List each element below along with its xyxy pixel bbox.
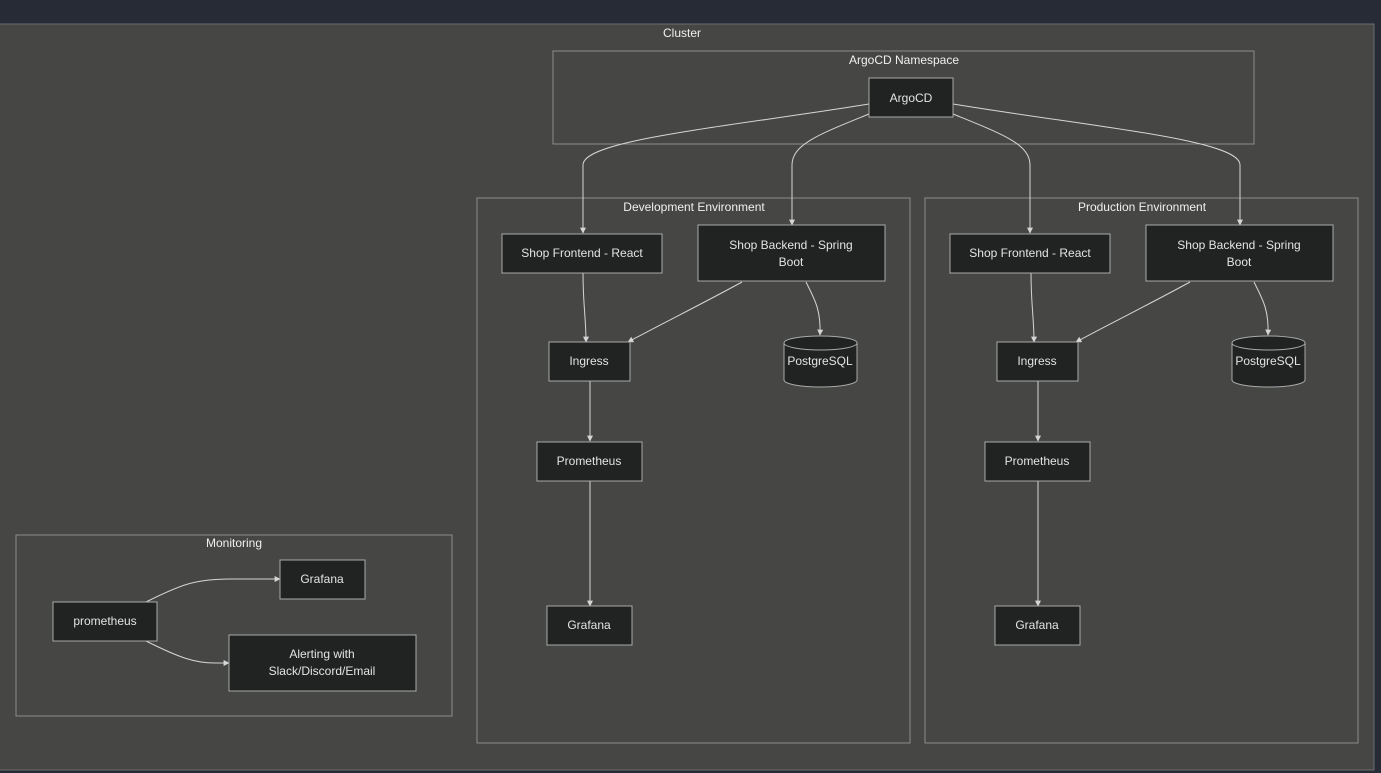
node-mon-grafana-box[interactable] [279, 559, 366, 600]
node-dev-prometheus-box[interactable] [536, 441, 643, 482]
edge-mon-prometheus-grafana [145, 576, 281, 603]
monitoring-group: Monitoring [15, 534, 453, 717]
edge-dev-backend-ingress [627, 281, 743, 343]
node-dev-postgres-top [783, 342, 858, 351]
prod-environment-label: Production Environment [1078, 200, 1207, 214]
node-mon-prometheus-label: prometheus [73, 614, 136, 628]
node-prod-backend-label-2: Boot [1227, 255, 1252, 269]
cluster-label: Cluster [663, 26, 701, 40]
node-prod-backend-box[interactable] [1145, 224, 1334, 282]
node-dev-grafana-box[interactable] [546, 605, 633, 646]
node-prod-grafana-box[interactable] [994, 605, 1081, 646]
cluster-group: Cluster [0, 23, 1375, 771]
cluster-box [0, 23, 1375, 771]
dev-environment-box [476, 197, 911, 744]
node-prod-ingress-box[interactable] [996, 341, 1079, 382]
node-prod-ingress-label: Ingress [1017, 354, 1056, 368]
edge-prod-frontend-ingress [1030, 272, 1037, 343]
node-dev-grafana[interactable]: Grafana [546, 605, 633, 646]
node-prod-frontend-box[interactable] [949, 233, 1111, 274]
edge-prod-backend-postgres [1253, 281, 1272, 336]
node-dev-frontend[interactable]: Shop Frontend - React [501, 233, 663, 274]
node-dev-postgres[interactable]: PostgreSQL [783, 335, 858, 388]
node-mon-prometheus-box[interactable] [52, 601, 158, 642]
node-dev-postgres-label: PostgreSQL [787, 354, 853, 368]
node-prod-ingress[interactable]: Ingress [996, 341, 1079, 382]
node-prod-frontend[interactable]: Shop Frontend - React [949, 233, 1111, 274]
dev-environment-label: Development Environment [623, 200, 765, 214]
node-argocd-box[interactable] [868, 77, 954, 118]
edge-argocd-prod-frontend [952, 113, 1033, 234]
argocd-namespace-box [552, 50, 1255, 145]
node-mon-alerting-label-1: Alerting with [289, 647, 354, 661]
node-dev-backend-label-2: Boot [779, 255, 804, 269]
node-argocd-label: ArgoCD [890, 91, 933, 105]
edge-mon-prometheus-alerting [145, 640, 230, 666]
node-argocd[interactable]: ArgoCD [868, 77, 954, 118]
prod-environment-box [924, 197, 1359, 744]
nodes: ArgoCD Shop Frontend - React Shop Backen… [52, 77, 1334, 692]
node-dev-frontend-label: Shop Frontend - React [521, 246, 643, 260]
node-prod-postgres-label: PostgreSQL [1235, 354, 1301, 368]
edges [145, 103, 1272, 666]
node-prod-backend[interactable]: Shop Backend - Spring Boot [1145, 224, 1334, 282]
node-dev-backend[interactable]: Shop Backend - Spring Boot [697, 224, 886, 282]
node-dev-backend-label-1: Shop Backend - Spring [729, 238, 852, 252]
node-prod-backend-label-1: Shop Backend - Spring [1177, 238, 1300, 252]
edge-argocd-dev-frontend [580, 103, 870, 234]
node-dev-ingress[interactable]: Ingress [548, 341, 631, 382]
node-dev-prometheus[interactable]: Prometheus [536, 441, 643, 482]
argocd-namespace-label: ArgoCD Namespace [849, 53, 959, 67]
node-dev-grafana-label: Grafana [567, 618, 611, 632]
node-prod-grafana[interactable]: Grafana [994, 605, 1081, 646]
node-mon-grafana[interactable]: Grafana [279, 559, 366, 600]
node-prod-prometheus[interactable]: Prometheus [984, 441, 1091, 482]
node-dev-prometheus-label: Prometheus [557, 454, 622, 468]
prod-environment-group: Production Environment [924, 197, 1359, 744]
edge-dev-frontend-ingress [582, 272, 589, 343]
node-mon-alerting-box[interactable] [228, 634, 417, 692]
node-dev-ingress-label: Ingress [569, 354, 608, 368]
node-prod-postgres[interactable]: PostgreSQL [1231, 335, 1306, 388]
monitoring-box [15, 534, 453, 717]
node-dev-ingress-box[interactable] [548, 341, 631, 382]
node-dev-backend-box[interactable] [697, 224, 886, 282]
node-prod-frontend-label: Shop Frontend - React [969, 246, 1091, 260]
edge-argocd-prod-backend [952, 103, 1243, 226]
edge-prod-backend-ingress [1075, 281, 1191, 343]
node-mon-alerting-label-2: Slack/Discord/Email [269, 664, 376, 678]
edge-dev-backend-postgres [805, 281, 824, 336]
node-dev-frontend-box[interactable] [501, 233, 663, 274]
node-mon-grafana-label: Grafana [300, 572, 344, 586]
node-mon-alerting[interactable]: Alerting with Slack/Discord/Email [228, 634, 417, 692]
monitoring-label: Monitoring [206, 536, 262, 550]
node-prod-grafana-label: Grafana [1015, 618, 1059, 632]
node-prod-postgres-top [1231, 342, 1306, 351]
node-prod-prometheus-box[interactable] [984, 441, 1091, 482]
edge-argocd-dev-backend [789, 113, 870, 226]
node-mon-prometheus[interactable]: prometheus [52, 601, 158, 642]
node-prod-prometheus-label: Prometheus [1005, 454, 1070, 468]
dev-environment-group: Development Environment [476, 197, 911, 744]
argocd-namespace-group: ArgoCD Namespace [552, 50, 1255, 145]
